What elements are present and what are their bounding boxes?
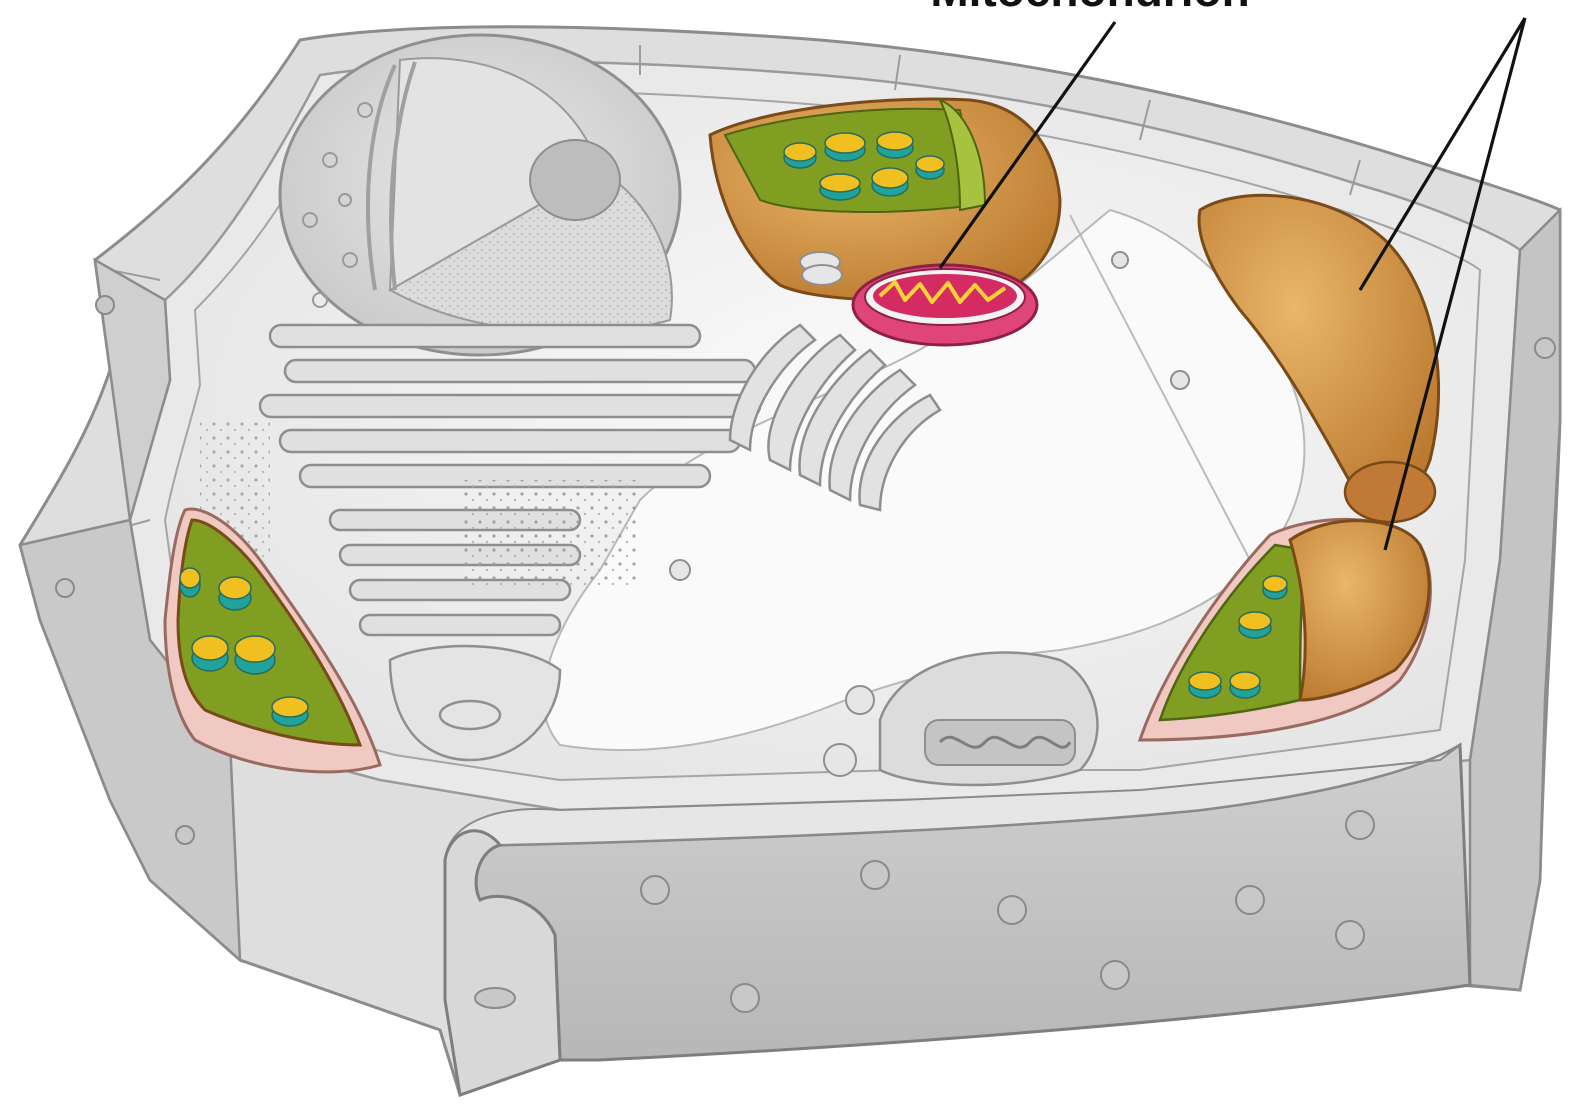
er-cisterna [270,325,700,347]
mitochondrion-label: Mitochondrion [930,0,1249,16]
er-cisterna [285,360,755,382]
nucleus [280,35,680,355]
mitochondrion [853,265,1037,345]
er-cisterna [360,615,560,635]
nucleolus [530,140,620,220]
ribosome-dots [460,480,640,590]
chloroplast-top [710,99,1060,300]
amber-organelle-base [1345,462,1435,522]
er-cisterna [280,430,740,452]
er-cisterna [260,395,760,417]
